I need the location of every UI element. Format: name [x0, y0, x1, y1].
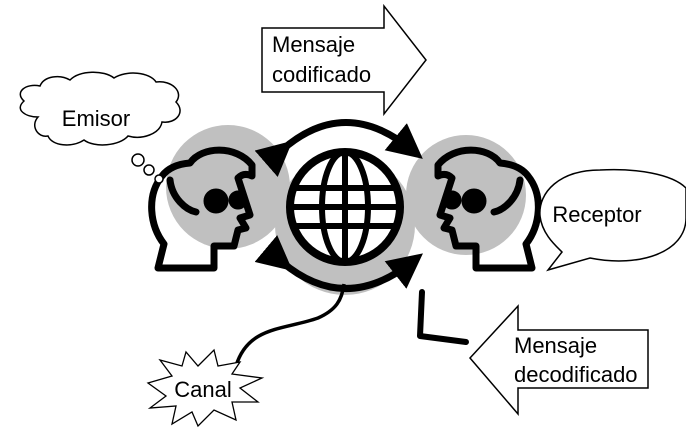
receptor-speech-bubble: Receptor	[539, 168, 686, 272]
canal-label: Canal	[174, 377, 231, 402]
receiver-bracket-line	[417, 289, 469, 345]
circular-arrows-icon	[254, 119, 423, 292]
emisor-label: Emisor	[62, 106, 130, 131]
mensaje-decodificado-label-line2: decodificado	[514, 362, 638, 387]
receiver-person-icon	[434, 146, 542, 272]
mensaje-codificado-arrow: Mensaje codificado	[261, 3, 427, 117]
canal-starburst: Canal	[146, 348, 265, 428]
mensaje-codificado-label-line2: codificado	[272, 62, 371, 87]
sender-person-icon	[148, 146, 256, 272]
receptor-label: Receptor	[552, 202, 641, 227]
channel-cable	[234, 283, 346, 367]
emisor-thought-bubble: Emisor	[19, 71, 181, 184]
globe-icon	[286, 148, 404, 266]
mensaje-decodificado-arrow: Mensaje decodificado	[468, 304, 649, 417]
mensaje-decodificado-label-line1: Mensaje	[514, 333, 597, 358]
mensaje-codificado-label-line1: Mensaje	[272, 32, 355, 57]
